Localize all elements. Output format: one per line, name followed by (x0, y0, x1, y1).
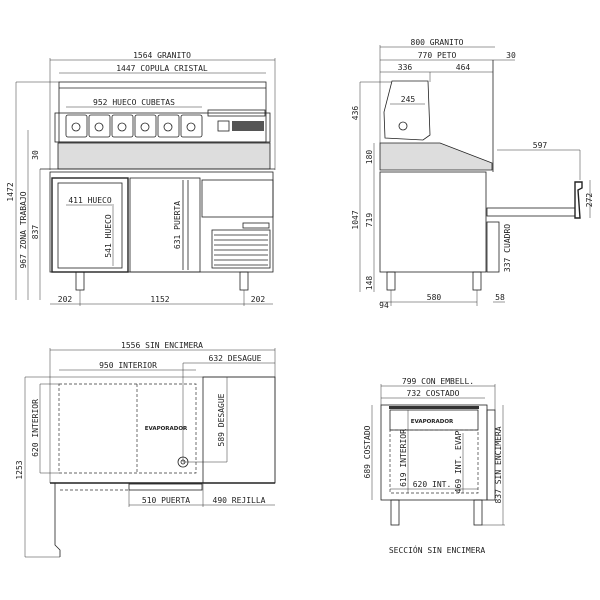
side-h-436: 436 (351, 106, 360, 121)
section-int-620: 620 INT. (413, 480, 452, 489)
side-w-464: 464 (456, 63, 471, 72)
door-swing (54, 483, 61, 557)
interior-outline (58, 383, 197, 474)
gastronorm-pans (65, 114, 203, 138)
plan-desague-v: 589 DESAGUE (217, 393, 226, 446)
drawer (201, 179, 274, 218)
side-bottom-94: 94 (379, 301, 389, 310)
plan-interior-w: 950 INTERIOR (99, 361, 157, 370)
section-view: 799 CON EMBELL. 732 COSTADO EVAPORADOR 6… (363, 377, 505, 555)
section-evaporador: EVAPORADOR (411, 419, 454, 425)
side-offset-30: 30 (506, 51, 516, 60)
section-caption: SECCIÓN SIN ENCIMERA (389, 544, 486, 555)
plan-puerta: 510 PUERTA (142, 496, 190, 505)
side-w-336: 336 (398, 63, 413, 72)
front-bottom-right: 202 (251, 295, 266, 304)
side-reach-597: 597 (533, 141, 548, 150)
plan-evaporador: EVAPORADOR (145, 426, 188, 432)
side-w-245: 245 (401, 95, 416, 104)
side-h-148: 148 (365, 276, 374, 291)
plan-depth-1253: 1253 (15, 460, 24, 479)
side-granite (379, 142, 493, 171)
left-door (51, 177, 129, 273)
grille-area (202, 376, 276, 484)
side-peto-label: 770 PETO (418, 51, 457, 60)
side-h-180: 180 (365, 150, 374, 165)
front-copula-label: 1447 COPULA CRISTAL (116, 64, 208, 73)
front-granito-label: 1564 GRANITO (133, 51, 191, 60)
side-bottom-58: 58 (495, 293, 505, 302)
leg (75, 271, 85, 291)
section-con-embell: 799 CON EMBELL. (402, 377, 474, 386)
section-interior: 619 INTERIOR (399, 429, 408, 487)
front-height-30: 30 (31, 150, 40, 160)
front-bottom-left: 202 (58, 295, 73, 304)
center-door (129, 177, 201, 273)
ventilation-grille (211, 229, 271, 269)
front-height-837: 837 (31, 225, 40, 240)
plan-desague-h: 632 DESAGUE (209, 354, 262, 363)
granite-top (57, 142, 271, 170)
side-granito-label: 800 GRANITO (411, 38, 464, 47)
front-height-1472: 1472 (6, 182, 15, 201)
side-h-272: 272 (585, 193, 594, 208)
front-hueco-cubetas-label: 952 HUECO CUBETAS (93, 98, 175, 107)
plan-interior-d: 620 INTERIOR (31, 399, 40, 457)
side-h-719: 719 (365, 213, 374, 228)
side-bottom-580: 580 (427, 293, 442, 302)
section-sin-encimera: 837 SIN ENCIMERA (494, 426, 503, 503)
glass-display (383, 80, 431, 141)
section-int-evap: 469 INT. EVAP (454, 431, 463, 494)
side-arm (486, 207, 576, 217)
control-panel (232, 121, 264, 131)
section-costado-h: 689 COSTADO (363, 425, 372, 478)
side-view: 800 GRANITO 770 PETO 30 336 464 245 436 … (351, 38, 594, 310)
glass-dome (58, 81, 267, 143)
front-view: 1564 GRANITO 1447 COPULA CRISTAL 952 HUE… (6, 51, 276, 306)
front-zona-trabajo: 967 ZONA TRABAJO (19, 191, 28, 268)
cabinet-body (49, 171, 274, 273)
plan-sin-encimera: 1556 SIN ENCIMERA (121, 341, 203, 350)
front-hueco-h-label: 541 HUECO (104, 214, 113, 258)
plan-rejilla: 490 REJILLA (213, 496, 266, 505)
front-puerta-label: 631 PUERTA (173, 201, 182, 249)
front-bottom-center: 1152 (150, 295, 169, 304)
side-body (379, 171, 487, 273)
plan-view: 1556 SIN ENCIMERA 632 DESAGUE 950 INTERI… (15, 341, 276, 558)
leg (239, 271, 249, 291)
front-hueco-w-label: 411 HUECO (68, 196, 112, 205)
electrical-box (486, 221, 500, 273)
section-evaporator (389, 409, 479, 431)
side-cuadro: 337 CUADRO (503, 224, 512, 272)
side-h-1047: 1047 (351, 210, 360, 229)
section-costado-w: 732 COSTADO (407, 389, 460, 398)
